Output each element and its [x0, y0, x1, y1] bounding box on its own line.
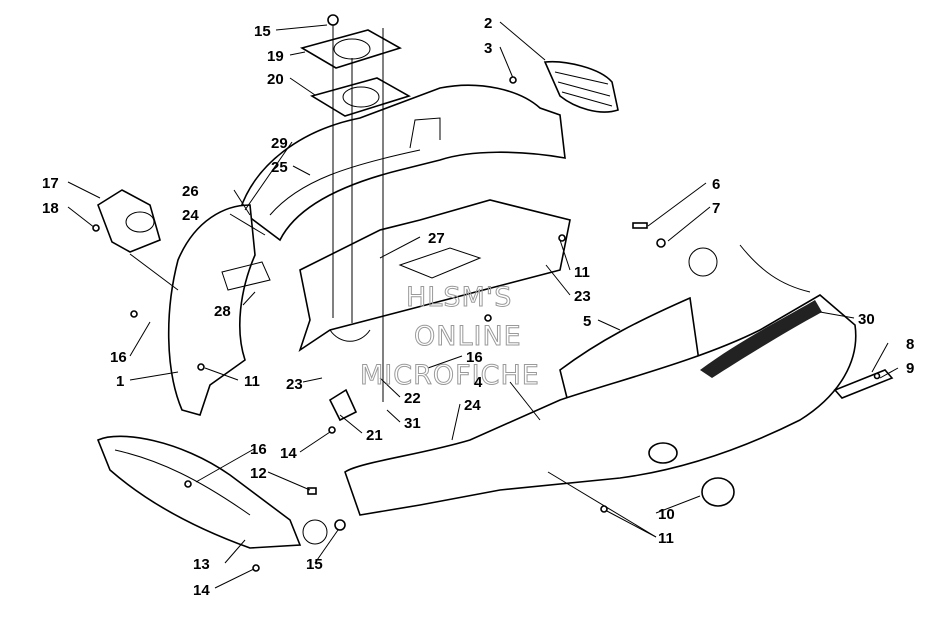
lower-side-panel-4: [344, 244, 857, 516]
callout-9: 9: [906, 360, 914, 377]
callout-6: 6: [712, 176, 720, 193]
callout-14-mid: 14: [280, 445, 297, 462]
callout-20: 20: [267, 71, 284, 88]
watermark-line-3: MICROFICHE: [360, 360, 540, 391]
callout-1: 1: [116, 373, 124, 390]
watermark-line-2: ONLINE: [414, 321, 522, 352]
callout-18: 18: [42, 200, 59, 217]
rivet-12: [307, 487, 317, 495]
callout-25: 25: [271, 159, 288, 176]
gasket-plate-20: [310, 77, 412, 117]
grommet-opening: [648, 442, 678, 464]
callout-3: 3: [484, 40, 492, 57]
callout-labels: 15 19 20 2 3 29 25 26 24 17 18 27 28 16 …: [42, 15, 914, 599]
callout-16-left: 16: [110, 349, 127, 366]
bezel-2: [543, 60, 619, 113]
belly-pan: [298, 199, 571, 352]
side-panel-1: [167, 204, 271, 416]
callout-29: 29: [271, 135, 288, 152]
callout-23-right: 23: [574, 288, 591, 305]
watermark-line-1: HLSM'S: [406, 282, 512, 313]
callout-17: 17: [42, 175, 59, 192]
callout-10: 10: [658, 506, 675, 523]
callout-30: 30: [858, 311, 875, 328]
washer-15-bottom: [302, 519, 346, 545]
callout-31: 31: [404, 415, 421, 432]
washer-7: [656, 238, 718, 277]
leader-lines: [67, 21, 899, 589]
callout-16-lower: 16: [250, 441, 267, 458]
callout-16-mid: 16: [466, 349, 483, 366]
callout-26: 26: [182, 183, 199, 200]
callout-22: 22: [404, 390, 421, 407]
callout-21: 21: [366, 427, 383, 444]
gasket-plate-19: [299, 29, 403, 69]
callout-5: 5: [583, 313, 591, 330]
callout-24-upper: 24: [182, 207, 199, 224]
callout-23-left: 23: [286, 376, 303, 393]
cap-10: [701, 477, 735, 507]
callout-8: 8: [906, 336, 914, 353]
watermark: HLSM'S ONLINE MICROFICHE: [360, 282, 540, 392]
callout-27: 27: [428, 230, 445, 247]
callout-4: 4: [474, 374, 483, 391]
callout-15-bottom: 15: [306, 556, 323, 573]
callout-28: 28: [214, 303, 231, 320]
callout-11-right: 11: [574, 264, 590, 281]
bracket-21: [328, 388, 358, 422]
callout-2: 2: [484, 15, 492, 32]
callout-13: 13: [193, 556, 210, 573]
callout-12: 12: [250, 465, 267, 482]
callout-24-lower: 24: [464, 397, 481, 414]
callout-14-bottom: 14: [193, 582, 210, 599]
callout-11-bottom: 11: [658, 530, 674, 547]
callout-11-left: 11: [244, 373, 260, 390]
callout-19: 19: [267, 48, 284, 65]
screw-fasteners: [92, 76, 881, 572]
callout-7: 7: [712, 200, 720, 217]
nut-15-top: [327, 14, 339, 26]
air-duct-17: [97, 189, 161, 253]
callout-15-top: 15: [254, 23, 271, 40]
front-bumper-13: [96, 435, 302, 549]
